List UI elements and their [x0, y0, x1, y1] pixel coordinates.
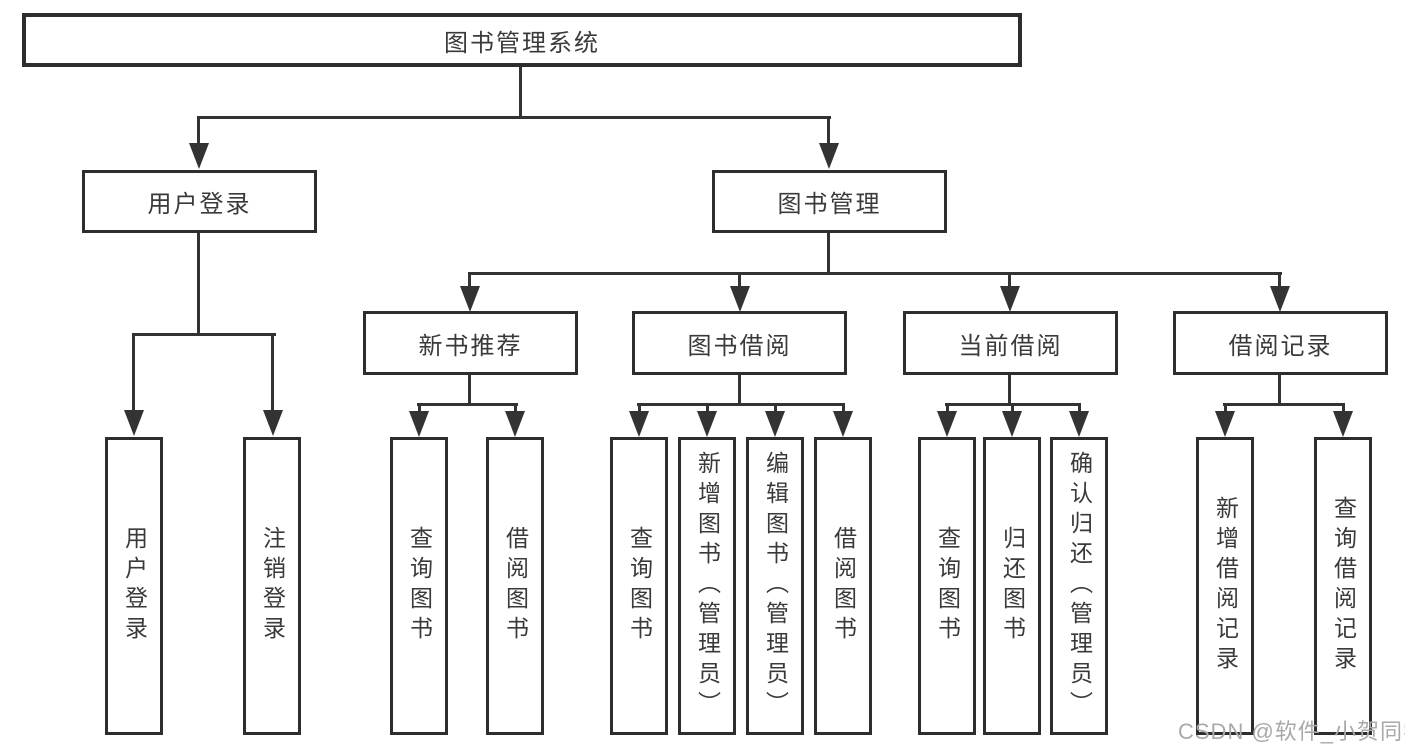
csdn-watermark: CSDN @软件_小贺同学 — [1178, 719, 1405, 744]
arrowhead-icon — [765, 411, 785, 437]
connector-line — [418, 403, 421, 413]
arrowhead-icon — [409, 411, 429, 437]
connector-line — [1011, 403, 1014, 413]
node-label: 新书推荐 — [418, 332, 523, 360]
arrowhead-icon — [730, 286, 750, 312]
connector-line — [132, 333, 276, 336]
node-add-borrow-record: 新增借阅记录 — [1196, 437, 1254, 735]
connector-line — [1278, 272, 1281, 288]
arrowhead-icon — [189, 143, 209, 169]
connector-line — [706, 403, 709, 413]
connector-line — [1078, 403, 1081, 413]
arrowhead-icon — [505, 411, 525, 437]
connector-line — [827, 116, 830, 146]
node-label: 确认归还（管理员） — [1066, 451, 1093, 721]
node-label: 图书管理 — [777, 191, 882, 218]
connector-line — [738, 375, 741, 406]
connector-line — [1278, 375, 1281, 406]
arrowhead-icon — [697, 411, 717, 437]
arrowhead-icon — [124, 410, 144, 436]
node-book-borrowing: 图书借阅 — [632, 311, 847, 375]
node-label: 当前借阅 — [958, 332, 1063, 360]
node-query-borrow-record: 查询借阅记录 — [1314, 437, 1372, 735]
connector-line — [417, 403, 518, 406]
arrowhead-icon — [1002, 411, 1022, 437]
node-edit-book-admin: 编辑图书（管理员） — [746, 437, 804, 735]
connector-line — [638, 403, 641, 413]
connector-line — [1008, 375, 1011, 406]
node-borrowing-records: 借阅记录 — [1173, 311, 1388, 375]
node-user-login: 用户登录 — [82, 170, 317, 233]
node-label: 新增借阅记录 — [1212, 496, 1239, 676]
node-confirm-return-admin: 确认归还（管理员） — [1050, 437, 1108, 735]
arrowhead-icon — [1215, 411, 1235, 437]
node-book-management: 图书管理 — [712, 170, 947, 233]
node-label: 查询图书 — [934, 526, 961, 646]
node-borrow-books-action: 借阅图书 — [814, 437, 872, 735]
connector-line — [132, 333, 135, 411]
arrowhead-icon — [819, 143, 839, 169]
node-query-books-current: 查询图书 — [918, 437, 976, 735]
arrowhead-icon — [833, 411, 853, 437]
node-new-book-recommendation: 新书推荐 — [363, 311, 578, 375]
connector-line — [271, 333, 274, 411]
node-label: 新增图书（管理员） — [694, 451, 721, 721]
connector-line — [514, 403, 517, 413]
node-label: 查询图书 — [626, 526, 653, 646]
connector-line — [468, 272, 471, 288]
node-library-management-system: 图书管理系统 — [22, 13, 1022, 67]
node-label: 查询图书 — [406, 526, 433, 646]
node-label: 编辑图书（管理员） — [762, 451, 789, 721]
node-label: 归还图书 — [999, 526, 1026, 646]
connector-line — [637, 403, 845, 406]
node-label: 借阅图书 — [502, 526, 529, 646]
connector-line — [1342, 403, 1345, 413]
arrowhead-icon — [629, 411, 649, 437]
connector-line — [1224, 403, 1227, 413]
connector-line — [1008, 272, 1011, 288]
node-label: 借阅图书 — [830, 526, 857, 646]
node-query-books-borrow: 查询图书 — [610, 437, 668, 735]
connector-line — [738, 272, 741, 288]
arrowhead-icon — [1000, 286, 1020, 312]
connector-line — [827, 233, 830, 275]
arrowhead-icon — [1270, 286, 1290, 312]
node-user-login-action: 用户登录 — [105, 437, 163, 735]
arrowhead-icon — [937, 411, 957, 437]
connector-line — [468, 272, 1282, 275]
connector-line — [1223, 403, 1345, 406]
node-label: 注销登录 — [259, 526, 286, 646]
connector-line — [842, 403, 845, 413]
node-add-book-admin: 新增图书（管理员） — [678, 437, 736, 735]
connector-line — [197, 233, 200, 336]
node-label: 用户登录 — [121, 526, 148, 646]
connector-line — [197, 116, 200, 146]
node-logout-action: 注销登录 — [243, 437, 301, 735]
node-query-books-recommend: 查询图书 — [390, 437, 448, 735]
connector-line — [197, 116, 831, 119]
connector-line — [946, 403, 949, 413]
arrowhead-icon — [1333, 411, 1353, 437]
node-label: 图书借阅 — [687, 332, 792, 360]
node-label: 查询借阅记录 — [1330, 496, 1357, 676]
node-current-borrowing: 当前借阅 — [903, 311, 1118, 375]
arrowhead-icon — [460, 286, 480, 312]
node-label: 借阅记录 — [1228, 332, 1333, 360]
connector-line — [468, 375, 471, 406]
node-return-books: 归还图书 — [983, 437, 1041, 735]
connector-line — [774, 403, 777, 413]
node-label: 用户登录 — [147, 191, 252, 218]
connector-line — [519, 67, 522, 118]
node-borrow-books-recommend: 借阅图书 — [486, 437, 544, 735]
arrowhead-icon — [263, 410, 283, 436]
arrowhead-icon — [1069, 411, 1089, 437]
node-label: 图书管理系统 — [444, 29, 600, 57]
